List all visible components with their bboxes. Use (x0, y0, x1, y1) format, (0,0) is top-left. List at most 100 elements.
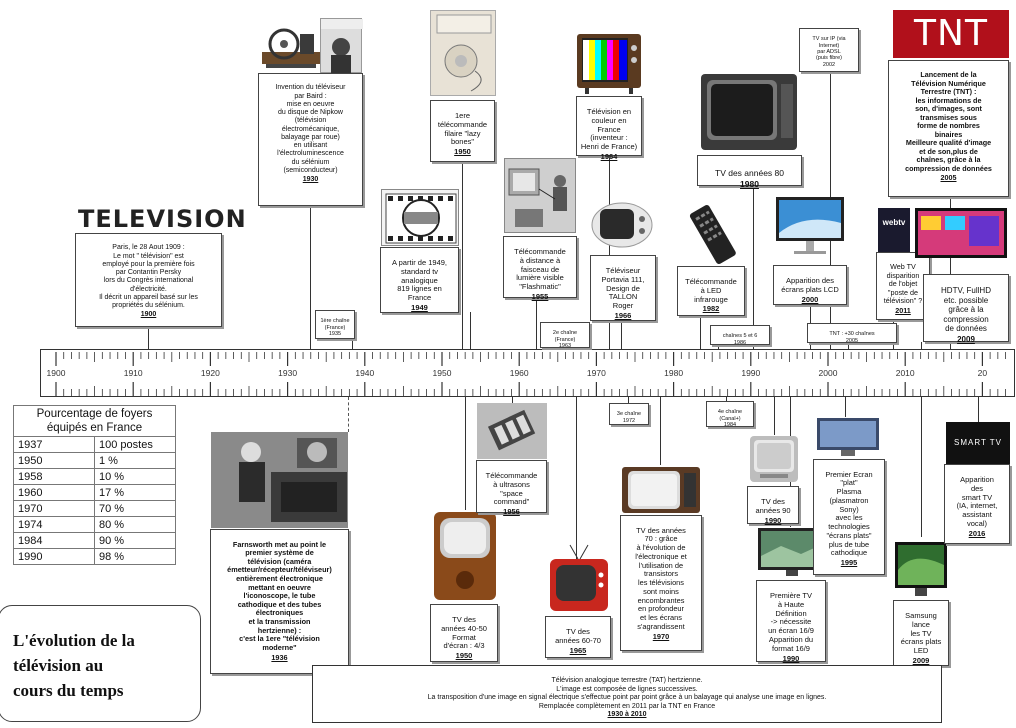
event-text: Télécommande à ultrasons "space command" (485, 470, 538, 507)
event-text: Première TV à Haute Définition -> nécess… (768, 590, 814, 653)
table-header: Pourcentage de foyers équipés en France (13, 405, 176, 437)
television-logo: TELEVISION (78, 205, 247, 233)
ruler-year-label: 1960 (509, 368, 529, 378)
tag-text: 4e chaîne (Canal+) (717, 409, 743, 422)
tag-text: TV sur IP (via Internet) par ADSL (puis … (812, 36, 846, 62)
event-year: 1965 (569, 645, 587, 655)
event-text: Lancement de la Télévision Numérique Ter… (905, 70, 992, 173)
table-value-cell: 80 % (94, 516, 176, 533)
event-lcd: Apparition des écrans plats LCD 2000 (773, 265, 847, 305)
tag-tv-ip: TV sur IP (via Internet) par ADSL (puis … (799, 28, 859, 72)
tag-text: 2e chaîne (France) (552, 330, 578, 343)
event-tv-90s: TV des années 90 1990 (747, 486, 799, 524)
table-year-cell: 1958 (13, 468, 95, 485)
event-text: TV des années 70 : grâce à l'évolution d… (635, 525, 687, 631)
tag-chaine-4: 4e chaîne (Canal+) 1984 (706, 401, 754, 428)
event-lazy-bones: 1ere télécommande filaire "lazy bones" 1… (430, 100, 495, 162)
table-year-cell: 1970 (13, 500, 95, 517)
event-text: Invention du téléviseur par Baird : mise… (275, 84, 346, 174)
ruler-year-label: 1900 (46, 368, 66, 378)
table-value-cell: 10 % (94, 468, 176, 485)
ruler-year-label: 1910 (123, 368, 143, 378)
tag-text: 3e chaîne (616, 411, 642, 418)
event-text: Téléviseur Portavia 111, Design de TALLO… (601, 265, 645, 311)
tag-chaine-3: 3e chaîne 1972 (609, 403, 649, 425)
table-value-cell: 17 % (94, 484, 176, 501)
event-flashmatic: Télécommande à distance à faisceau de lu… (503, 236, 577, 301)
event-year: 1950 (455, 651, 473, 661)
portavia-photo (590, 183, 656, 253)
event-819-lignes: A partir de 1949, standard tv analogique… (380, 247, 459, 313)
event-year: 1950 (454, 147, 471, 157)
table-value-cell: 100 postes (94, 436, 176, 453)
event-word-television: Paris, le 28 Aout 1909 : Le mot " télévi… (75, 233, 222, 327)
ruler-year-label: 1920 (200, 368, 220, 378)
event-text: Apparition des smart TV (IA, internet, a… (956, 474, 998, 529)
event-web-tv: Web TV disparition de l'objet "poste de … (876, 252, 930, 320)
event-year: 2016 (968, 528, 986, 538)
tv-70s-photo (620, 465, 702, 515)
table-year-cell: 1974 (13, 516, 95, 533)
ruler-year-label: 20 (977, 368, 988, 378)
ruler-ticks (55, 352, 1006, 396)
ruler-year-label: 2010 (895, 368, 915, 378)
event-text: Télévision en couleur en France (invente… (580, 106, 638, 152)
event-year: 1995 (840, 558, 858, 568)
event-text: Paris, le 28 Aout 1909 : Le mot " télévi… (99, 244, 198, 309)
event-color-tv: Télévision en couleur en France (invente… (576, 96, 642, 161)
table-value-cell: 98 % (94, 548, 176, 565)
event-text: 1ere télécommande filaire "lazy bones" (437, 110, 488, 147)
event-tv-60-70: TV des années 60-70 1965 (545, 616, 611, 658)
event-text: A partir de 1949, standard tv analogique… (391, 257, 448, 303)
hd-tv-photo (756, 526, 828, 578)
event-year: 1970 (652, 631, 670, 641)
hdtv-photo (913, 206, 1009, 264)
tag-chaine-5-6: chaînes 5 et 6 1986 (710, 325, 770, 346)
event-text: Premier Ecran "plat" Plasma (plasmatron … (825, 469, 873, 558)
event-year: 1955 (531, 292, 549, 302)
table-year-cell: 1984 (13, 532, 95, 549)
event-text: TV des années 60-70 (555, 626, 601, 645)
smart-tv-photo: SMART TV (946, 422, 1010, 464)
event-year: 1982 (702, 304, 720, 314)
event-year: 1956 (503, 507, 520, 517)
event-smart-tv: Apparition des smart TV (IA, internet, a… (944, 464, 1010, 544)
table-year-cell: 1937 (13, 436, 95, 453)
tag-year: 2002 (822, 61, 836, 68)
event-text: TV des années 40-50 Format d'écran : 4/3 (441, 614, 487, 651)
tv-80s-photo (697, 70, 801, 154)
event-space-command: Télécommande à ultrasons "space command"… (476, 460, 547, 516)
led-remote-photo (680, 204, 744, 266)
page-title: L'évolution de la télévision au cours du… (13, 631, 135, 700)
tag-text: 1ère chaîne (France) (320, 318, 350, 331)
tv-90s-photo (748, 434, 800, 484)
event-year: 1949 (411, 303, 428, 313)
event-text: TV des années 80 (715, 168, 784, 179)
color-tv-photo (577, 32, 641, 94)
baird-portrait-photo (320, 18, 363, 74)
event-hd: Première TV à Haute Définition -> nécess… (756, 580, 826, 663)
event-text: Télécommande à distance à faisceau de lu… (514, 246, 566, 292)
tag-year: 1972 (622, 417, 636, 424)
samsung-led-photo (893, 540, 949, 598)
tat-year: 1930 à 2010 (607, 710, 647, 718)
event-portavia: Téléviseur Portavia 111, Design de TALLO… (590, 255, 656, 321)
event-tv-70s: TV des années 70 : grâce à l'évolution d… (620, 515, 702, 651)
table-year-cell: 1950 (13, 452, 95, 469)
tv-40-50-photo (432, 510, 498, 602)
webtv-logo: webtv (878, 208, 910, 252)
event-text: TV des années 90 (755, 496, 791, 515)
tag-text: chaînes 5 et 6 (722, 333, 758, 340)
table-value-cell: 70 % (94, 500, 176, 517)
event-tnt: Lancement de la Télévision Numérique Ter… (888, 60, 1009, 197)
tag-chaine-2: 2e chaîne (France) 1963 (540, 322, 590, 349)
tnt-logo: TNT (893, 10, 1009, 58)
event-baird: Invention du téléviseur par Baird : mise… (258, 73, 363, 206)
page-title-box: L'évolution de la télévision au cours du… (0, 605, 201, 722)
ruler-year-label: 1990 (741, 368, 761, 378)
